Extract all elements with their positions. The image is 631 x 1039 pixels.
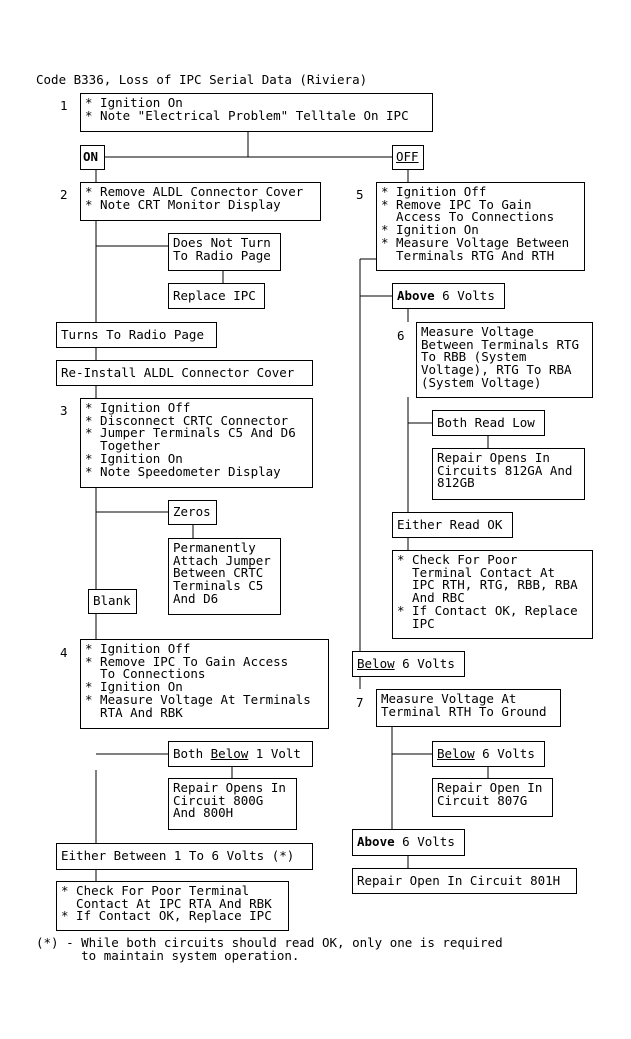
step-2-text: * Remove ALDL Connector Cover * Note CRT…	[85, 184, 304, 212]
above-6-a-bold: Above	[397, 288, 435, 303]
blank-text: Blank	[93, 593, 131, 608]
repair-812-box: Repair Opens In Circuits 812GA And 812GB	[432, 448, 585, 500]
above-6-b-box: Above 6 Volts	[352, 829, 465, 856]
either-read-ok-text: Either Read OK	[397, 517, 503, 532]
step-1-number: 1	[60, 98, 68, 113]
step-1-text: * Ignition On * Note "Electrical Problem…	[85, 95, 409, 123]
off-branch-box: OFF	[392, 145, 424, 170]
step-3-number: 3	[60, 403, 68, 418]
step-5-box: * Ignition Off * Remove IPC To Gain Acce…	[376, 182, 585, 271]
step-1-box: * Ignition On * Note "Electrical Problem…	[80, 93, 433, 132]
step-7-number: 7	[356, 695, 364, 710]
footnote: (*) - While both circuits should read OK…	[36, 935, 503, 963]
replace-ipc-text: Replace IPC	[173, 288, 256, 303]
reinstall-text: Re-Install ALDL Connector Cover	[61, 365, 295, 380]
permanently-box: Permanently Attach Jumper Between CRTC T…	[168, 538, 281, 615]
step-2-box: * Remove ALDL Connector Cover * Note CRT…	[80, 182, 321, 221]
replace-ipc-box: Replace IPC	[168, 283, 265, 309]
below-6-a-box: Below 6 Volts	[352, 651, 465, 677]
repair-807-text: Repair Open In Circuit 807G	[437, 780, 543, 808]
step-5-number: 5	[356, 187, 364, 202]
step-5-text: * Ignition Off * Remove IPC To Gain Acce…	[381, 184, 570, 263]
permanently-text: Permanently Attach Jumper Between CRTC T…	[173, 540, 271, 606]
step-3-box: * Ignition Off * Disconnect CRTC Connect…	[80, 398, 313, 488]
step-6-text: Measure Voltage Between Terminals RTG To…	[421, 324, 580, 390]
repair-800-text: Repair Opens In Circuit 800G And 800H	[173, 780, 286, 821]
step-7-text: Measure Voltage At Terminal RTH To Groun…	[381, 691, 547, 719]
either-between-box: Either Between 1 To 6 Volts (*)	[56, 843, 313, 870]
either-between-text: Either Between 1 To 6 Volts (*)	[61, 848, 295, 863]
repair-812-text: Repair Opens In Circuits 812GA And 812GB	[437, 450, 573, 491]
on-branch-box: ON	[80, 145, 105, 170]
below-6-b-box: Below 6 Volts	[432, 741, 545, 767]
step-2-number: 2	[60, 187, 68, 202]
repair-800-box: Repair Opens In Circuit 800G And 800H	[168, 778, 297, 830]
below-6-a-underline: Below	[357, 656, 395, 671]
both-read-low-text: Both Read Low	[437, 415, 535, 430]
step-4-text: * Ignition Off * Remove IPC To Gain Acce…	[85, 641, 311, 720]
step-6-number: 6	[397, 328, 405, 343]
page-title: Code B336, Loss of IPC Serial Data (Rivi…	[36, 72, 368, 87]
zeros-text: Zeros	[173, 504, 211, 519]
check-poor-rta-text: * Check For Poor Terminal Contact At IPC…	[61, 883, 272, 924]
repair-801-text: Repair Open In Circuit 801H	[357, 873, 561, 888]
check-poor-rth-box: * Check For Poor Terminal Contact At IPC…	[392, 550, 593, 639]
below-6-b-underline: Below	[437, 746, 475, 761]
check-poor-rta-box: * Check For Poor Terminal Contact At IPC…	[56, 881, 289, 931]
reinstall-box: Re-Install ALDL Connector Cover	[56, 360, 313, 386]
zeros-box: Zeros	[168, 500, 217, 525]
step-4-number: 4	[60, 645, 68, 660]
check-poor-rth-text: * Check For Poor Terminal Contact At IPC…	[397, 552, 578, 631]
either-read-ok-box: Either Read OK	[392, 512, 513, 538]
both-below-underline: Below	[210, 746, 249, 761]
repair-807-box: Repair Open In Circuit 807G	[432, 778, 553, 817]
step-3-text: * Ignition Off * Disconnect CRTC Connect…	[85, 400, 296, 479]
repair-801-box: Repair Open In Circuit 801H	[352, 868, 577, 894]
both-read-low-box: Both Read Low	[432, 410, 545, 436]
blank-box: Blank	[88, 589, 137, 614]
step-4-box: * Ignition Off * Remove IPC To Gain Acce…	[80, 639, 329, 729]
off-label: OFF	[396, 149, 419, 164]
turns-to-radio-box: Turns To Radio Page	[56, 322, 217, 348]
does-not-turn-text: Does Not Turn To Radio Page	[173, 235, 271, 263]
above-6-a-box: Above 6 Volts	[392, 283, 505, 309]
turns-to-radio-text: Turns To Radio Page	[61, 327, 204, 342]
above-6-b-bold: Above	[357, 834, 395, 849]
both-below-box: Both Below 1 Volt	[168, 741, 313, 767]
step-7-box: Measure Voltage At Terminal RTH To Groun…	[376, 689, 561, 727]
step-6-box: Measure Voltage Between Terminals RTG To…	[416, 322, 593, 398]
on-label: ON	[83, 149, 99, 164]
does-not-turn-box: Does Not Turn To Radio Page	[168, 233, 281, 271]
